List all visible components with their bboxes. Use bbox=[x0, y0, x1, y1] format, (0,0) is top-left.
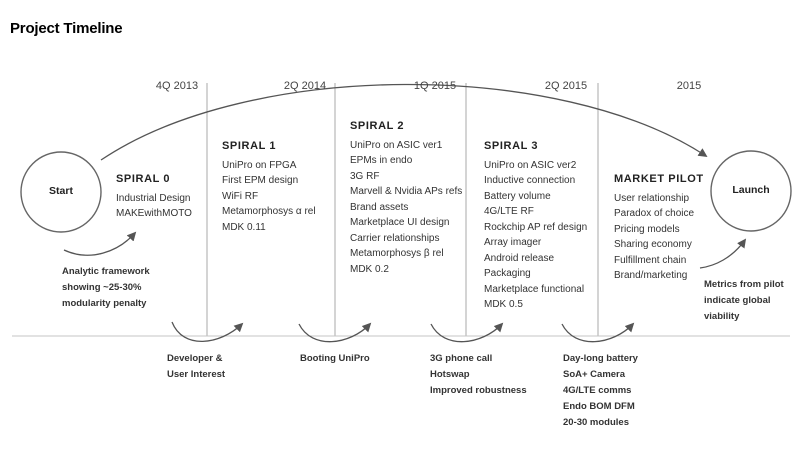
phase-item: Fulfillment chain bbox=[614, 254, 687, 266]
phase-item: User relationship bbox=[614, 192, 690, 204]
phase-item: Marketplace functional bbox=[484, 283, 585, 295]
phase-item: Android release bbox=[484, 252, 555, 264]
milestone-3: 3G phone call Hotswap Improved robustnes… bbox=[430, 351, 527, 399]
phase-item: Carrier relationships bbox=[350, 232, 440, 244]
phase-market-pilot: MARKET PILOT User relationship Paradox o… bbox=[614, 172, 704, 284]
phase-item: Brand/marketing bbox=[614, 270, 688, 281]
phase-item: Brand assets bbox=[350, 201, 409, 213]
milestone-line: 20-30 modules bbox=[563, 417, 629, 428]
launch-circle bbox=[710, 150, 792, 232]
phase-name: SPIRAL 3 bbox=[484, 140, 539, 152]
phase-name: SPIRAL 2 bbox=[350, 120, 405, 132]
launch-label: Launch bbox=[732, 184, 770, 196]
note-pilot-metrics: Metrics from pilot indicate global viabi… bbox=[704, 277, 784, 325]
milestone-arrow-1 bbox=[171, 321, 244, 343]
milestone-arrow-2 bbox=[298, 322, 372, 343]
phase-item: MDK 0.11 bbox=[222, 221, 266, 233]
phase-item: First EPM design bbox=[222, 175, 299, 186]
note-arrow-metrics bbox=[699, 238, 747, 269]
phase-spiral-2: SPIRAL 2 UniPro on ASIC ver1 EPMs in end… bbox=[350, 119, 462, 277]
quarter-label: 4Q 2013 bbox=[155, 80, 199, 92]
start-label: Start bbox=[49, 185, 73, 197]
phase-item: Pricing models bbox=[614, 223, 680, 235]
phase-item: MAKEwithMOTO bbox=[116, 208, 192, 219]
milestone-line: 4G/LTE comms bbox=[563, 385, 632, 396]
milestone-arrow-3 bbox=[430, 322, 504, 343]
phase-item: Packaging bbox=[484, 268, 531, 279]
quarter-label: 2Q 2014 bbox=[283, 80, 327, 92]
phase-name: SPIRAL 0 bbox=[116, 173, 171, 185]
phase-item: Sharing economy bbox=[614, 239, 692, 250]
note-line: showing ~25-30% bbox=[62, 282, 142, 293]
note-analytic-framework: Analytic framework showing ~25-30% modul… bbox=[62, 264, 150, 312]
phase-item: Inductive connection bbox=[484, 175, 576, 186]
milestone-line: Booting UniPro bbox=[300, 353, 370, 364]
note-line: indicate global bbox=[704, 295, 771, 306]
phase-item: WiFi RF bbox=[222, 190, 259, 202]
phase-item: EPMs in endo bbox=[350, 155, 413, 166]
phase-name: SPIRAL 1 bbox=[222, 140, 277, 152]
phase-item: 4G/LTE RF bbox=[484, 206, 534, 217]
milestone-line: Developer & bbox=[167, 353, 223, 364]
phase-item: Metamorphosys β rel bbox=[350, 248, 444, 259]
phase-spiral-3: SPIRAL 3 UniPro on ASIC ver2 Inductive c… bbox=[484, 139, 587, 313]
note-line: viability bbox=[704, 311, 740, 322]
phase-name: MARKET PILOT bbox=[614, 173, 704, 185]
phase-item: Paradox of choice bbox=[614, 208, 695, 219]
phase-item: Marvell & Nvidia APs refs bbox=[350, 186, 463, 197]
milestone-2: Booting UniPro bbox=[300, 351, 370, 367]
milestone-line: SoA+ Camera bbox=[563, 369, 626, 380]
milestone-line: Endo BOM DFM bbox=[563, 401, 635, 412]
phase-spiral-0: SPIRAL 0 Industrial Design MAKEwithMOTO bbox=[116, 172, 192, 222]
milestone-line: Hotswap bbox=[430, 369, 470, 380]
phase-item: Battery volume bbox=[484, 190, 551, 202]
quarter-label: 1Q 2015 bbox=[413, 80, 457, 92]
phase-item: Metamorphosys α rel bbox=[222, 206, 316, 217]
milestone-line: 3G phone call bbox=[430, 353, 493, 364]
phase-item: UniPro on ASIC ver2 bbox=[484, 159, 577, 171]
milestone-arrow-4 bbox=[561, 322, 635, 343]
phase-item: UniPro on ASIC ver1 bbox=[350, 139, 443, 151]
phase-item: Industrial Design bbox=[116, 192, 191, 204]
milestone-1: Developer & User Interest bbox=[167, 351, 225, 383]
note-arrow-analytic bbox=[63, 231, 137, 256]
phase-spiral-1: SPIRAL 1 UniPro on FPGA First EPM design… bbox=[222, 139, 316, 235]
note-line: modularity penalty bbox=[62, 298, 147, 309]
milestone-line: User Interest bbox=[167, 369, 226, 380]
phase-item: Rockchip AP ref design bbox=[484, 221, 588, 233]
note-line: Metrics from pilot bbox=[704, 279, 784, 290]
note-line: Analytic framework bbox=[62, 266, 150, 277]
quarter-label: 2Q 2015 bbox=[544, 80, 588, 92]
milestone-line: Improved robustness bbox=[430, 385, 527, 396]
milestone-line: Day-long battery bbox=[563, 353, 638, 364]
phase-item: UniPro on FPGA bbox=[222, 159, 297, 171]
phase-item: MDK 0.5 bbox=[484, 299, 523, 310]
arc-arrow bbox=[100, 83, 708, 161]
page-title: Project Timeline bbox=[10, 20, 123, 37]
phase-item: Marketplace UI design bbox=[350, 217, 450, 228]
quarter-label: 2015 bbox=[676, 80, 702, 92]
phase-item: 3G RF bbox=[350, 170, 380, 182]
milestone-4: Day-long battery SoA+ Camera 4G/LTE comm… bbox=[563, 351, 638, 431]
phase-item: MDK 0.2 bbox=[350, 263, 389, 275]
start-circle bbox=[20, 151, 102, 233]
phase-item: Array imager bbox=[484, 237, 542, 248]
